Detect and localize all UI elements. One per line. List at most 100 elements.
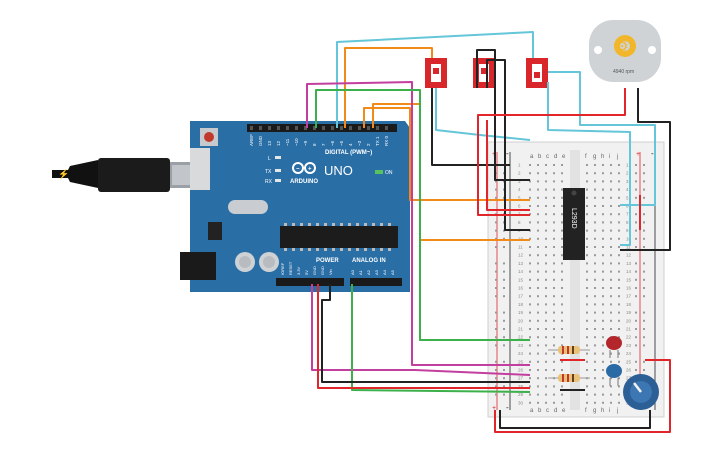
rail-hole [635,369,637,371]
rail-minus-bottom-left: - [506,403,509,412]
wire-black-5 [620,88,671,251]
row-label: 2 [518,171,521,176]
breadboard-hole [561,336,563,339]
breadboard-hole [618,360,620,363]
row-label: 5 [518,195,521,200]
rail-hole [495,369,497,371]
pin-label: 3.3V [296,266,301,275]
breadboard-hole [586,303,588,306]
row-label: 4 [626,187,629,192]
breadboard-hole [618,278,620,281]
breadboard-hole [529,270,531,273]
breadboard-hole [602,221,604,224]
pin-label: 7 [321,143,326,146]
breadboard-hole [553,352,555,355]
breadboard-hole [561,237,563,240]
rail-hole [503,377,505,380]
row-label: 7 [626,212,629,217]
breadboard-hole [618,196,620,199]
col-label: c [546,154,549,160]
analog-in-label: ANALOG IN [352,258,386,264]
breadboard-hole [594,311,596,314]
resistor-1 [548,346,590,354]
breadboard-hole [529,336,531,339]
breadboard-hole [618,401,620,404]
rail-hole [503,262,505,265]
breadboard-hole [561,262,563,265]
col-label: g [593,408,596,414]
breadboard-hole [602,336,604,339]
breadboard-hole [618,262,620,265]
slide-switch-3 [526,58,548,88]
row-label: 13 [626,261,632,266]
col-label: f [585,408,587,414]
rail-hole [503,360,505,363]
breadboard-hole [537,295,539,298]
breadboard-hole [594,262,596,265]
svg-text:+: + [308,167,312,173]
row-label: 3 [518,179,521,184]
breadboard-hole [618,336,620,339]
breadboard-hole [529,328,531,330]
breadboard-hole [618,393,620,396]
breadboard-hole [537,229,539,232]
breadboard-hole [553,385,555,388]
wire-red-1 [317,284,530,389]
breadboard-hole [529,172,531,175]
resistor-2 [548,374,590,382]
breadboard-hole [594,303,596,306]
breadboard-hole [602,164,604,166]
gear-icon: ⚙ [616,38,629,54]
rail-hole [635,336,637,339]
breadboard-hole [545,352,547,355]
rail-hole [643,229,645,232]
row-label: 22 [518,335,524,340]
power-label: POWER [316,258,339,264]
row-label: 16 [626,286,632,291]
rail-hole [495,180,497,183]
breadboard-hole [537,360,539,363]
row-label: 10 [518,236,524,241]
row-label: 25 [518,359,524,364]
breadboard-hole [529,401,531,404]
breadboard-hole [529,385,531,388]
breadboard-hole [537,221,539,224]
breadboard-hole [586,180,588,183]
breadboard-hole [610,237,612,240]
wire-orange-1 [344,47,433,128]
breadboard-hole [545,270,547,273]
row-label: 24 [626,351,632,356]
breadboard-hole [537,254,539,257]
breadboard-hole [537,328,539,330]
breadboard-hole [602,319,604,322]
rail-plus-top-right: + [636,151,640,158]
rail-hole [503,229,505,232]
led-label-rx: RX [265,179,273,185]
rail-hole [495,377,497,380]
row-label: 19 [518,310,524,315]
slide-switch-1 [425,58,447,88]
breadboard-hole [586,237,588,240]
analog-header [350,278,402,286]
breadboard-hole [618,213,620,216]
breadboard-hole [537,344,539,347]
breadboard-hole [529,254,531,257]
pin-label: 8 [312,143,317,146]
breadboard-hole [561,311,563,314]
breadboard-hole [618,295,620,298]
rail-hole [503,344,505,347]
breadboard-hole [529,221,531,224]
wire-cyan-1 [336,31,534,128]
breadboard-hole [594,229,596,232]
breadboard-hole [586,287,588,289]
rail-hole [495,237,497,240]
breadboard-hole [545,278,547,281]
breadboard-hole [529,352,531,355]
rail-hole [635,287,637,289]
breadboard-hole [529,311,531,314]
pin-label: ~5 [339,140,344,146]
breadboard-hole [610,295,612,298]
arduino-logo: − + [292,162,316,174]
rail-hole [503,336,505,339]
row-label: 12 [626,253,632,258]
